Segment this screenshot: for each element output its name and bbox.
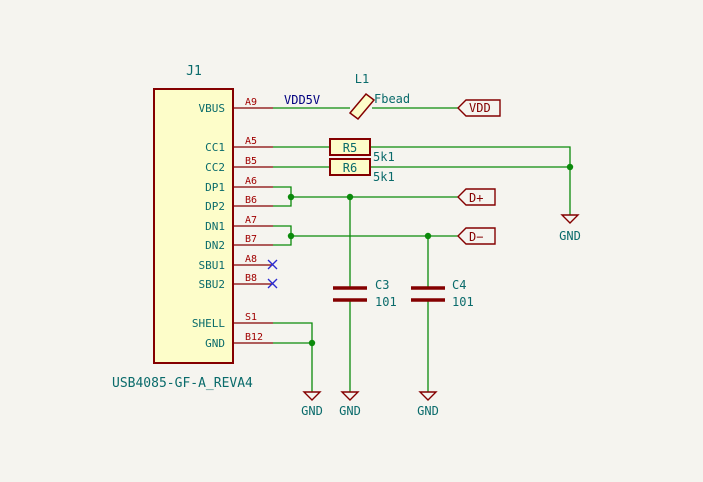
port-label: D− <box>469 230 483 244</box>
gnd-label: GND <box>417 404 439 418</box>
no-connect-icon <box>267 259 278 270</box>
connector-body <box>153 88 234 364</box>
junction-dot <box>287 193 295 201</box>
pin-number-s1: S1 <box>245 312 257 323</box>
pin-name-dp2: DP2 <box>205 200 225 213</box>
pin-number-b7: B7 <box>245 234 257 245</box>
junction-dot <box>566 163 574 171</box>
port-label: VDD <box>469 101 491 115</box>
pin-name-shell: SHELL <box>192 317 225 330</box>
port-shape <box>457 99 501 117</box>
wire-dn1 <box>273 225 292 236</box>
wire-r5-gnd <box>370 146 571 215</box>
pin-name-cc2: CC2 <box>205 161 225 174</box>
capacitor-value: 101 <box>375 295 397 309</box>
gnd-label: GND <box>301 404 323 418</box>
junction-dot <box>346 193 354 201</box>
pin-number-a9: A9 <box>245 97 257 108</box>
pin-number-a5: A5 <box>245 136 257 147</box>
ground-icon <box>560 214 580 224</box>
resistor-value: 5k1 <box>373 150 395 164</box>
gnd-label: GND <box>559 229 581 243</box>
port-dplus: D+ <box>457 188 496 206</box>
resistor-body <box>329 138 371 156</box>
connector-pin-names: VBUS CC1 CC2 DP1 DP2 DN1 DN2 SBU1 SBU2 S… <box>192 102 225 350</box>
inductor-ref: L1 <box>355 72 369 86</box>
pin-number-b12: B12 <box>245 332 263 343</box>
gnd-symbol-shell: GND <box>301 391 323 418</box>
ground-icon <box>340 391 360 401</box>
junction-dot <box>308 339 316 347</box>
resistor-r5: R5 5k1 <box>329 138 395 164</box>
port-shape <box>457 227 496 245</box>
pin-number-a7: A7 <box>245 215 257 226</box>
capacitor-ref: C3 <box>375 278 389 292</box>
pin-name-vbus: VBUS <box>199 102 226 115</box>
port-label: D+ <box>469 191 483 205</box>
junction-dot <box>424 232 432 240</box>
pin-number-b5: B5 <box>245 156 257 167</box>
gnd-symbol-c3: GND <box>339 391 361 418</box>
gnd-symbol-cc: GND <box>559 214 581 243</box>
connector-pin-numbers: A9 A5 B5 A6 B6 A7 B7 A8 B8 S1 B12 <box>245 97 263 343</box>
no-connect-icon <box>267 278 278 289</box>
pin-number-b6: B6 <box>245 195 257 206</box>
gnd-symbol-c4: GND <box>417 391 439 418</box>
pin-name-dn2: DN2 <box>205 239 225 252</box>
wire-shell <box>273 322 313 392</box>
pin-number-b8: B8 <box>245 273 257 284</box>
pin-name-sbu2: SBU2 <box>199 278 226 291</box>
resistor-body <box>329 158 371 176</box>
wires <box>273 107 571 392</box>
pin-name-gnd: GND <box>205 337 225 350</box>
pin-name-dp1: DP1 <box>205 181 225 194</box>
no-connect-markers <box>267 259 278 289</box>
ground-icon <box>418 391 438 401</box>
junctions <box>287 163 574 347</box>
pin-name-dn1: DN1 <box>205 220 225 233</box>
pin-number-a6: A6 <box>245 176 257 187</box>
port-vdd: VDD <box>457 99 501 117</box>
connector-ref: J1 <box>186 64 202 79</box>
resistor-ref: R6 <box>343 161 357 175</box>
ferrite-bead-l1: L1 Fbead <box>348 72 410 121</box>
gnd-label: GND <box>339 404 361 418</box>
port-dminus: D− <box>457 227 496 245</box>
junction-dot <box>287 232 295 240</box>
capacitor-value: 101 <box>452 295 474 309</box>
net-label-vdd5v: VDD5V <box>284 93 320 107</box>
connector-value: USB4085-GF-A_REVA4 <box>112 376 253 391</box>
capacitor-c3: C3 101 <box>333 278 397 309</box>
ground-icon <box>302 391 322 401</box>
port-shape <box>457 188 496 206</box>
inductor-value: Fbead <box>374 92 410 106</box>
resistor-ref: R5 <box>343 141 357 155</box>
connector-pin-lines <box>233 107 273 344</box>
pin-name-cc1: CC1 <box>205 141 225 154</box>
pin-name-sbu1: SBU1 <box>199 259 226 272</box>
capacitor-c4: C4 101 <box>411 278 474 309</box>
resistor-value: 5k1 <box>373 170 395 184</box>
resistor-r6: R6 5k1 <box>329 158 395 184</box>
pin-number-a8: A8 <box>245 254 257 265</box>
wire-dp1 <box>273 186 292 197</box>
ferrite-bead-icon <box>348 92 376 121</box>
capacitor-ref: C4 <box>452 278 466 292</box>
